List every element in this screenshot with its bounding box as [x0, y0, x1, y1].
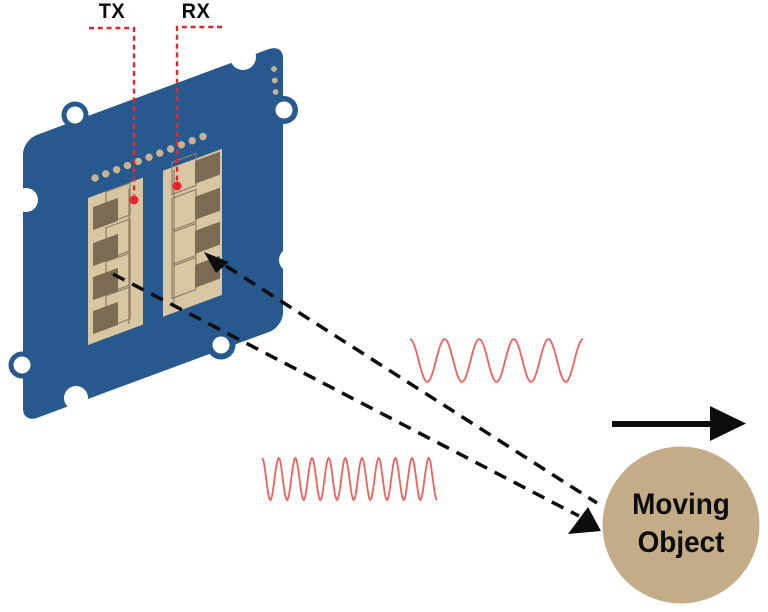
rx-beam-arrowhead	[204, 252, 229, 273]
rx-antenna-strip	[163, 148, 222, 317]
rx-callout-line	[175, 25, 222, 181]
tx-beam-dashed-line	[112, 272, 580, 518]
corner-pads	[271, 66, 279, 95]
moving-object-circle	[602, 446, 760, 604]
moving-object-label-line2: Object	[637, 526, 725, 559]
antenna-patch	[93, 267, 118, 301]
antenna-patch	[195, 221, 220, 254]
tx-feed-point-dot	[129, 195, 139, 205]
antenna-patch	[93, 301, 118, 335]
solder-pad-row	[91, 132, 207, 182]
antenna-patch	[93, 197, 118, 231]
rx-label: RX	[181, 0, 211, 23]
edge-notch	[279, 248, 303, 272]
rx-beam-dashed-line	[225, 264, 598, 505]
mounting-hole	[13, 356, 31, 374]
pcb-board	[23, 48, 283, 419]
mounting-hole	[66, 106, 84, 124]
rx-feed-point-dot	[172, 181, 182, 191]
antenna-patch	[195, 151, 220, 184]
tx-beam-arrowhead	[568, 507, 601, 534]
transmitted-signal-wave	[261, 456, 438, 502]
sensor-board	[23, 48, 283, 419]
antenna-patch	[195, 187, 220, 220]
motion-arrow	[612, 406, 746, 441]
antenna-patch	[93, 233, 118, 267]
tx-label: TX	[98, 0, 126, 23]
received-signal-wave	[409, 337, 584, 384]
edge-notch	[14, 188, 38, 212]
mounting-hole	[275, 101, 293, 119]
moving-object-label: Moving Object	[607, 486, 756, 562]
tx-antenna-strip	[88, 177, 143, 345]
edge-notch	[64, 386, 88, 410]
tx-callout-line	[89, 26, 136, 195]
edge-notch	[230, 44, 256, 70]
mounting-hole	[212, 336, 230, 354]
moving-object-label-line1: Moving	[632, 488, 730, 521]
